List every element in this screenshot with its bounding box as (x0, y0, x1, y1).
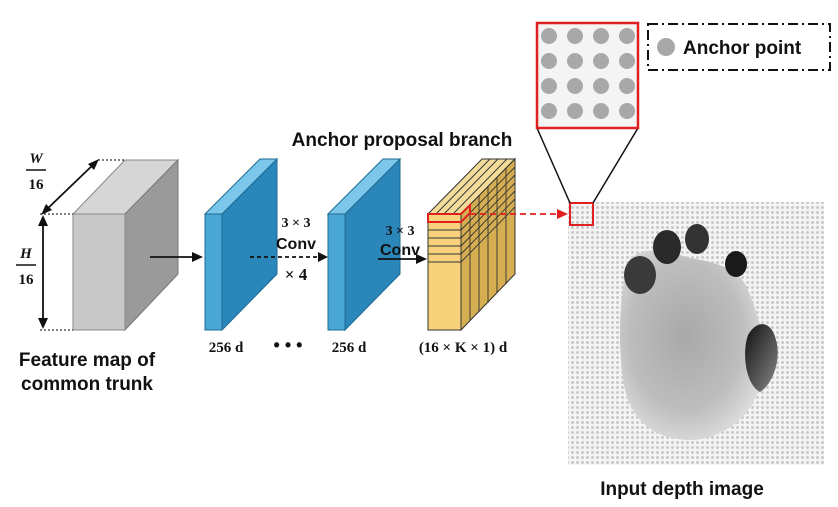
zoom-anchor-dot (619, 78, 635, 94)
output-grid-line (428, 182, 516, 239)
depth-image (568, 202, 824, 465)
width-numerator: W (29, 151, 44, 167)
conv-layer-1 (203, 157, 279, 332)
legend-box (647, 23, 831, 71)
output-slice-line (435, 158, 491, 215)
feature-map-front (72, 213, 126, 331)
zoom-anchor-dot (567, 103, 583, 119)
height-dim-arrowhead-top (38, 215, 48, 226)
height-dim-arrowhead-bottom (38, 318, 48, 329)
zoom-anchor-dot (567, 78, 583, 94)
hand-finger-2 (653, 230, 681, 264)
zoom-anchor-dot (541, 53, 557, 69)
height-dimension: H 16 (16, 215, 73, 331)
correspondence-arrow-head (557, 209, 568, 219)
output-dim-label: (16 × K × 1) d (419, 340, 508, 356)
width-dim-arrowhead-bottom (41, 204, 52, 215)
conv1-op-label: Conv (276, 236, 316, 253)
zoom-anchor-dot (593, 28, 609, 44)
zoom-anchor-dot (541, 78, 557, 94)
repeat-label: × 4 (285, 265, 308, 284)
arrow-conv-repeat-head (318, 252, 328, 262)
arrow-to-conv1-head (192, 252, 203, 262)
conv1-kernel-label: 3 × 3 (282, 216, 311, 231)
zoom-dots (541, 28, 635, 119)
zoom-line-left (536, 127, 571, 204)
hand-thumb (745, 324, 778, 392)
height-numerator: H (19, 246, 33, 262)
conv-layer-2 (326, 157, 402, 332)
conv2-kernel-label: 3 × 3 (386, 224, 415, 239)
legend: Anchor point (647, 23, 831, 71)
zoom-anchor-dot (619, 103, 635, 119)
hand-finger-4 (725, 251, 747, 277)
output-grid-line (428, 206, 516, 263)
output-grid-line (428, 190, 516, 247)
width-dim-arrowhead-top (88, 159, 99, 170)
zoom-anchor-dot (541, 28, 557, 44)
output-grid-line (428, 174, 516, 231)
output-grid-line (428, 198, 516, 255)
feature-map-label-line1: Feature map of (19, 350, 156, 371)
zoom-anchor-dot (593, 103, 609, 119)
zoom-line-right (592, 127, 639, 204)
conv2-dim-label: 256 d (332, 340, 367, 356)
width-dimension: W 16 (26, 151, 125, 215)
hand-palm (619, 250, 765, 440)
zoom-anchor-dot (619, 53, 635, 69)
layer-ellipsis: • • • (274, 335, 303, 355)
zoom-anchor-dot (567, 28, 583, 44)
width-denominator: 16 (29, 177, 45, 193)
arrow-to-output-head (416, 254, 427, 264)
zoomed-anchor-grid (535, 21, 640, 130)
zoom-anchor-dot (593, 53, 609, 69)
zoom-anchor-dot (593, 78, 609, 94)
zoom-anchor-dot (619, 28, 635, 44)
output-block (426, 157, 517, 332)
output-highlight-cell (427, 202, 471, 223)
zoom-anchor-dot (567, 53, 583, 69)
output-slice-line (443, 158, 499, 215)
hand-finger-3 (685, 224, 709, 254)
height-denominator: 16 (19, 272, 35, 288)
legend-anchor-marker (657, 38, 675, 56)
width-dim-arrow (43, 161, 97, 213)
diagram-title: Anchor proposal branch (292, 130, 513, 151)
conv1-dim-label: 256 d (209, 340, 244, 356)
depth-image-patch (569, 202, 594, 226)
hand-finger-1 (624, 256, 656, 294)
conv1-front (204, 213, 223, 331)
zoom-anchor-dot (541, 103, 557, 119)
legend-anchor-label: Anchor point (683, 38, 802, 59)
output-slice-line (452, 158, 508, 215)
conv2-front (327, 213, 346, 331)
output-front (427, 213, 462, 331)
conv2-op-label: Conv (380, 242, 420, 259)
feature-map-label-line2: common trunk (21, 374, 153, 395)
feature-map-block (71, 158, 180, 332)
depth-image-caption: Input depth image (600, 479, 764, 500)
